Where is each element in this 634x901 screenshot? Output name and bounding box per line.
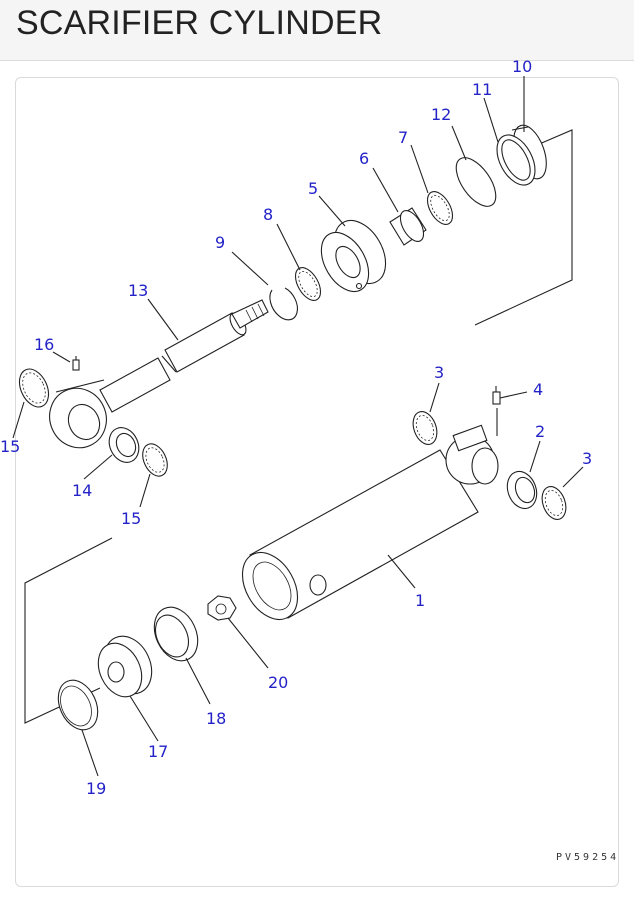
part-3-ring-right [541, 486, 567, 520]
part-13-rod [99, 299, 269, 413]
callout-15-right: 15 [121, 509, 141, 528]
part-14-bushing [108, 427, 140, 463]
part-3-ring-upper [412, 411, 438, 445]
callout-18: 18 [206, 709, 226, 728]
callout-11: 11 [472, 80, 492, 99]
callout-6: 6 [359, 149, 369, 168]
header-bar: SCARIFIER CYLINDER [0, 0, 634, 61]
part-16-fitting [72, 356, 80, 371]
part-15-ring-right [142, 443, 168, 477]
part-9-snapring [269, 287, 298, 321]
part-17-piston [97, 635, 153, 698]
part-12-oring [455, 157, 497, 207]
leader-lines [12, 76, 584, 777]
part-15-ring-left [18, 368, 50, 408]
callout-17: 17 [148, 742, 168, 761]
rod-eye [49, 379, 107, 449]
drawing-code: PV59254 [556, 852, 619, 863]
part-5-piston [320, 220, 387, 293]
callout-14: 14 [72, 481, 92, 500]
part-6-bushing [389, 207, 427, 246]
callout-2: 2 [535, 422, 545, 441]
callout-1: 1 [415, 591, 425, 610]
callout-15-left: 15 [0, 437, 20, 456]
part-4-fitting [492, 386, 501, 405]
callout-13: 13 [128, 281, 148, 300]
callout-9: 9 [215, 233, 225, 252]
callout-4: 4 [533, 380, 543, 399]
part-19-oring [57, 679, 99, 731]
upper-frame-lines [474, 129, 573, 326]
callout-labels: 10 11 12 7 6 5 8 9 13 16 15 14 15 3 4 2 … [0, 57, 592, 798]
part-1-cylinder-tube [241, 408, 499, 620]
callout-8: 8 [263, 205, 273, 224]
callout-3-right: 3 [582, 449, 592, 468]
callout-5: 5 [308, 179, 318, 198]
part-11-ring [496, 134, 536, 186]
callout-20: 20 [268, 673, 288, 692]
callout-16: 16 [34, 335, 54, 354]
part-18-ring [153, 606, 199, 662]
callout-19: 19 [86, 779, 106, 798]
callout-7: 7 [398, 128, 408, 147]
callout-3-upper: 3 [434, 363, 444, 382]
part-8-ring [294, 267, 322, 301]
part-7-ring [426, 191, 454, 225]
part-2-bushing [506, 470, 538, 510]
callout-12: 12 [431, 105, 451, 124]
page-title: SCARIFIER CYLINDER [16, 4, 383, 42]
part-20-nut [207, 595, 237, 621]
callout-10: 10 [512, 57, 532, 76]
